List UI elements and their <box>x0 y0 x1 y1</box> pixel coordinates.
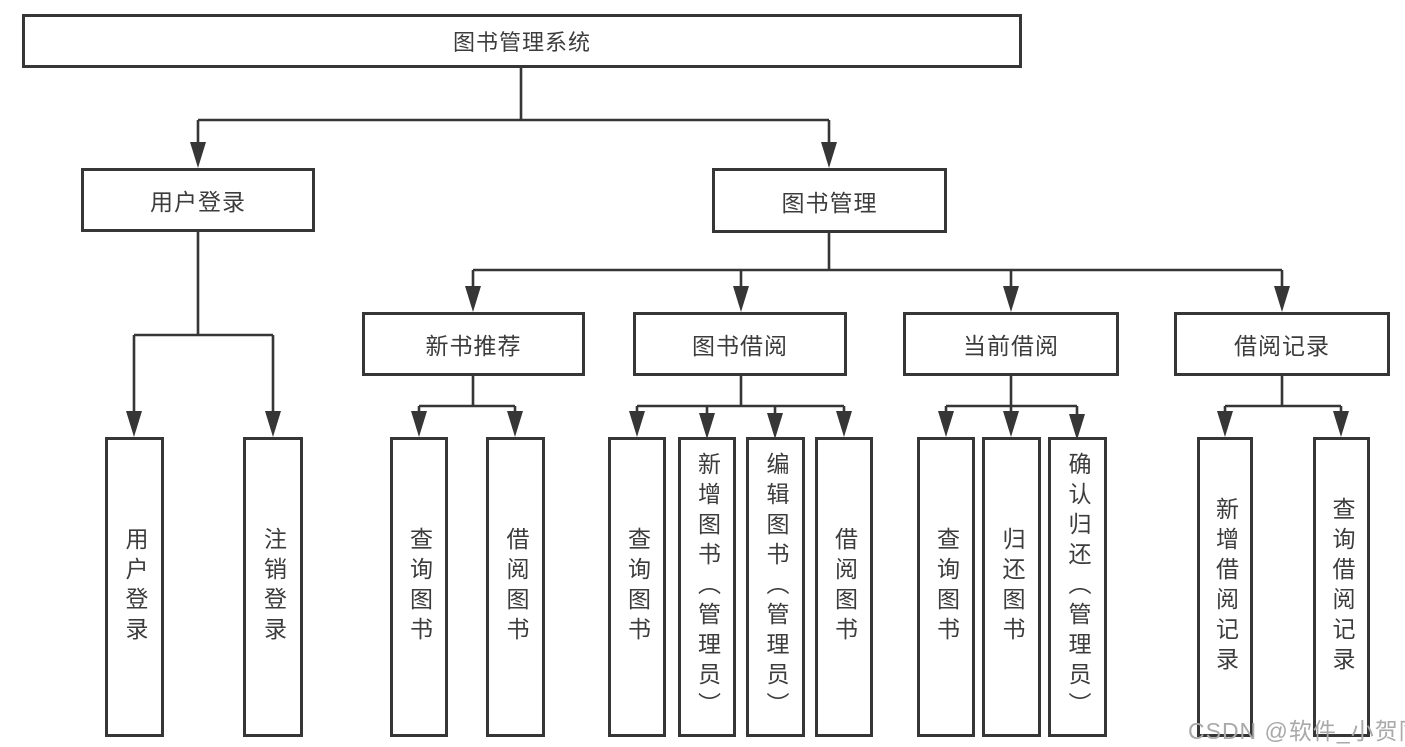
level3-label-new-book-recommend: 新书推荐 <box>425 333 522 359</box>
leaf-label-records-query: 查询借阅记录 <box>1329 497 1355 677</box>
leaf-box-records-query: 查询借阅记录 <box>1313 437 1370 737</box>
leaf-label-borrowing-borrow: 借阅图书 <box>831 527 858 647</box>
root-label: 图书管理系统 <box>452 30 591 55</box>
leaf-box-newbooks-borrow: 借阅图书 <box>486 437 545 737</box>
leaf-box-logout: 注销登录 <box>243 437 303 737</box>
leaf-box-newbooks-query: 查询图书 <box>390 437 448 737</box>
leaf-box-user-login: 用户登录 <box>105 437 164 737</box>
level3-box-book-borrowing: 图书借阅 <box>633 312 847 376</box>
leaf-label-current-confirm-admin: 确认归还（管理员） <box>1065 452 1091 722</box>
leaf-label-borrowing-add-admin: 新增图书（管理员） <box>694 452 721 722</box>
level2-box-book-management: 图书管理 <box>712 168 947 233</box>
level2-label-book-management: 图书管理 <box>781 189 878 216</box>
level3-box-borrow-records: 借阅记录 <box>1174 312 1390 376</box>
level3-label-current-borrowing: 当前借阅 <box>963 333 1059 359</box>
leaf-label-logout: 注销登录 <box>260 527 287 647</box>
leaf-label-borrowing-edit-admin: 编辑图书（管理员） <box>763 452 789 722</box>
root-box-library-system: 图书管理系统 <box>22 14 1022 68</box>
level3-label-borrow-records: 借阅记录 <box>1234 333 1330 359</box>
leaf-label-current-return: 归还图书 <box>999 527 1025 647</box>
csdn-watermark: CSDN @软件_小贺同学 <box>1188 718 1405 744</box>
leaf-box-current-query: 查询图书 <box>917 437 975 737</box>
level3-label-book-borrowing: 图书借阅 <box>692 333 788 359</box>
leaf-box-borrowing-query: 查询图书 <box>608 437 666 737</box>
level3-box-current-borrowing: 当前借阅 <box>903 312 1119 376</box>
leaf-box-borrowing-borrow: 借阅图书 <box>815 437 873 737</box>
leaf-label-newbooks-query: 查询图书 <box>406 527 433 647</box>
leaf-box-current-return: 归还图书 <box>982 437 1041 737</box>
level3-box-new-book-recommend: 新书推荐 <box>362 312 585 376</box>
leaf-label-current-query: 查询图书 <box>933 527 960 647</box>
leaf-box-current-confirm-admin: 确认归还（管理员） <box>1048 437 1107 737</box>
leaf-label-borrowing-query: 查询图书 <box>624 527 651 647</box>
leaf-box-borrowing-add-admin: 新增图书（管理员） <box>678 437 736 737</box>
level2-box-user-login: 用户登录 <box>81 168 315 232</box>
level2-label-user-login: 用户登录 <box>150 189 246 215</box>
leaf-label-newbooks-borrow: 借阅图书 <box>503 527 529 647</box>
arrowheads <box>126 142 1349 440</box>
leaf-box-records-add: 新增借阅记录 <box>1197 437 1253 737</box>
leaf-label-user-login: 用户登录 <box>122 527 148 647</box>
leaf-box-borrowing-edit-admin: 编辑图书（管理员） <box>746 437 805 737</box>
leaf-label-records-add: 新增借阅记录 <box>1212 497 1239 677</box>
